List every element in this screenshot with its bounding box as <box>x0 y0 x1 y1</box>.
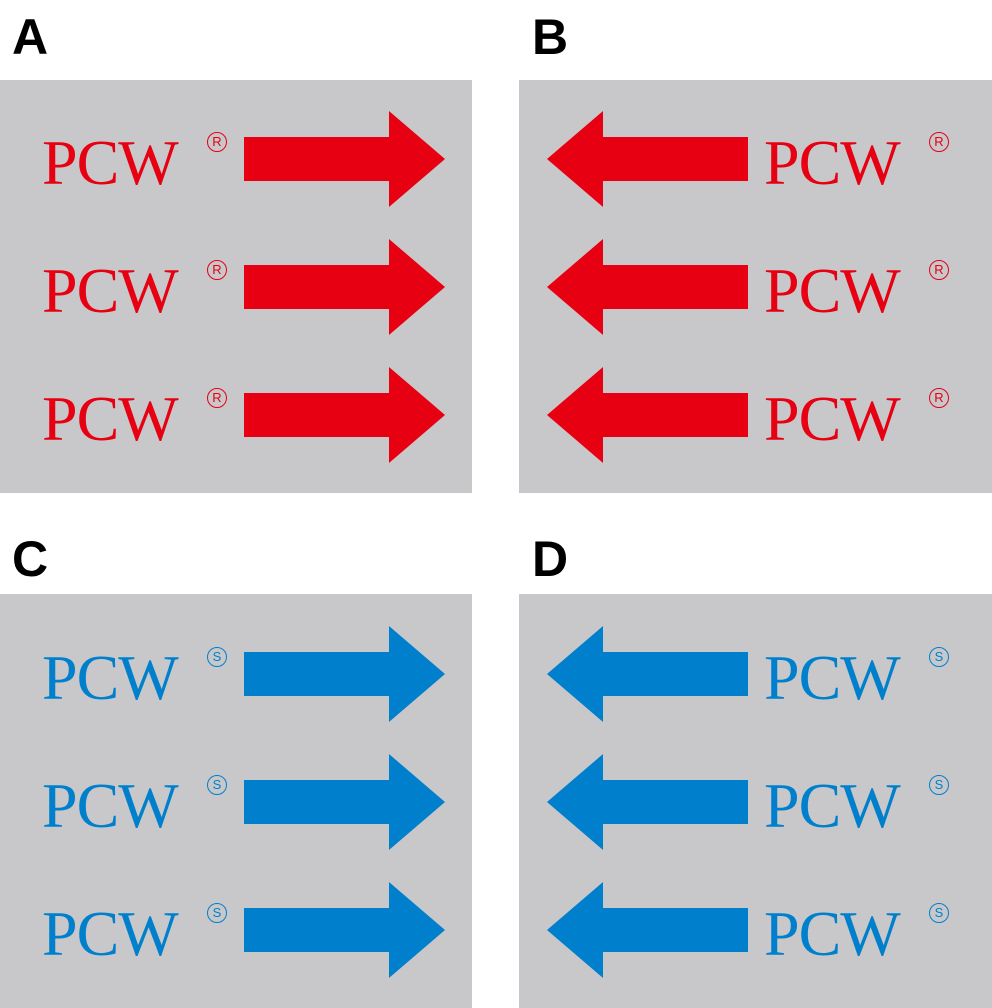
panel-c-row-3: PCW S <box>0 882 472 978</box>
pcw-label: PCW <box>764 898 901 969</box>
pcw-label: PCW <box>42 770 179 841</box>
panel-c-row-2: PCW S <box>0 754 472 850</box>
panel-d: PCW S PCW S PCW S <box>519 594 992 1008</box>
panel-b-row-2: PCW R <box>519 239 992 335</box>
panel-letter-c: C <box>12 531 49 587</box>
panel-d-row-3: PCW S <box>519 882 992 978</box>
pcw-label: PCW <box>764 383 901 454</box>
arrow-right-icon <box>244 754 445 850</box>
panel-a-row-3: PCW R <box>0 367 472 463</box>
arrow-left-icon <box>547 754 748 850</box>
panel-b: PCW R PCW R PCW R <box>519 80 992 493</box>
arrow-right-icon <box>244 626 445 722</box>
pcw-label: PCW <box>42 383 179 454</box>
panel-c: PCW S PCW S PCW S <box>0 594 472 1008</box>
pcw-label: PCW <box>42 255 179 326</box>
arrow-right-icon <box>244 111 445 207</box>
pcw-label: PCW <box>764 642 901 713</box>
arrow-left-icon <box>547 239 748 335</box>
panel-letter-a: A <box>12 9 49 65</box>
service-mark-icon: S <box>929 775 949 795</box>
pcw-label: PCW <box>42 642 179 713</box>
panel-letter-d: D <box>532 531 569 587</box>
service-mark-icon: S <box>929 903 949 923</box>
panel-a-row-1: PCW R <box>0 111 472 207</box>
panel-b-row-1: PCW R <box>519 111 992 207</box>
registered-mark-icon: R <box>207 132 227 152</box>
panel-a-row-2: PCW R <box>0 239 472 335</box>
arrow-right-icon <box>244 367 445 463</box>
panel-d-row-1: PCW S <box>519 626 992 722</box>
registered-mark-icon: R <box>929 132 949 152</box>
service-mark-icon: S <box>207 775 227 795</box>
panel-letter-b: B <box>532 9 569 65</box>
arrow-left-icon <box>547 626 748 722</box>
pcw-label: PCW <box>764 127 901 198</box>
arrow-left-icon <box>547 111 748 207</box>
pcw-label: PCW <box>764 770 901 841</box>
service-mark-icon: S <box>207 647 227 667</box>
registered-mark-icon: R <box>207 388 227 408</box>
registered-mark-icon: R <box>207 260 227 280</box>
pcw-label: PCW <box>42 127 179 198</box>
service-mark-icon: S <box>929 647 949 667</box>
registered-mark-icon: R <box>929 388 949 408</box>
arrow-left-icon <box>547 882 748 978</box>
panel-b-row-3: PCW R <box>519 367 992 463</box>
registered-mark-icon: R <box>929 260 949 280</box>
panel-c-row-1: PCW S <box>0 626 472 722</box>
arrow-right-icon <box>244 882 445 978</box>
pcw-label: PCW <box>764 255 901 326</box>
pcw-label: PCW <box>42 898 179 969</box>
arrow-right-icon <box>244 239 445 335</box>
arrow-left-icon <box>547 367 748 463</box>
panel-d-row-2: PCW S <box>519 754 992 850</box>
panel-a: PCW R PCW R PCW R <box>0 80 472 493</box>
service-mark-icon: S <box>207 903 227 923</box>
